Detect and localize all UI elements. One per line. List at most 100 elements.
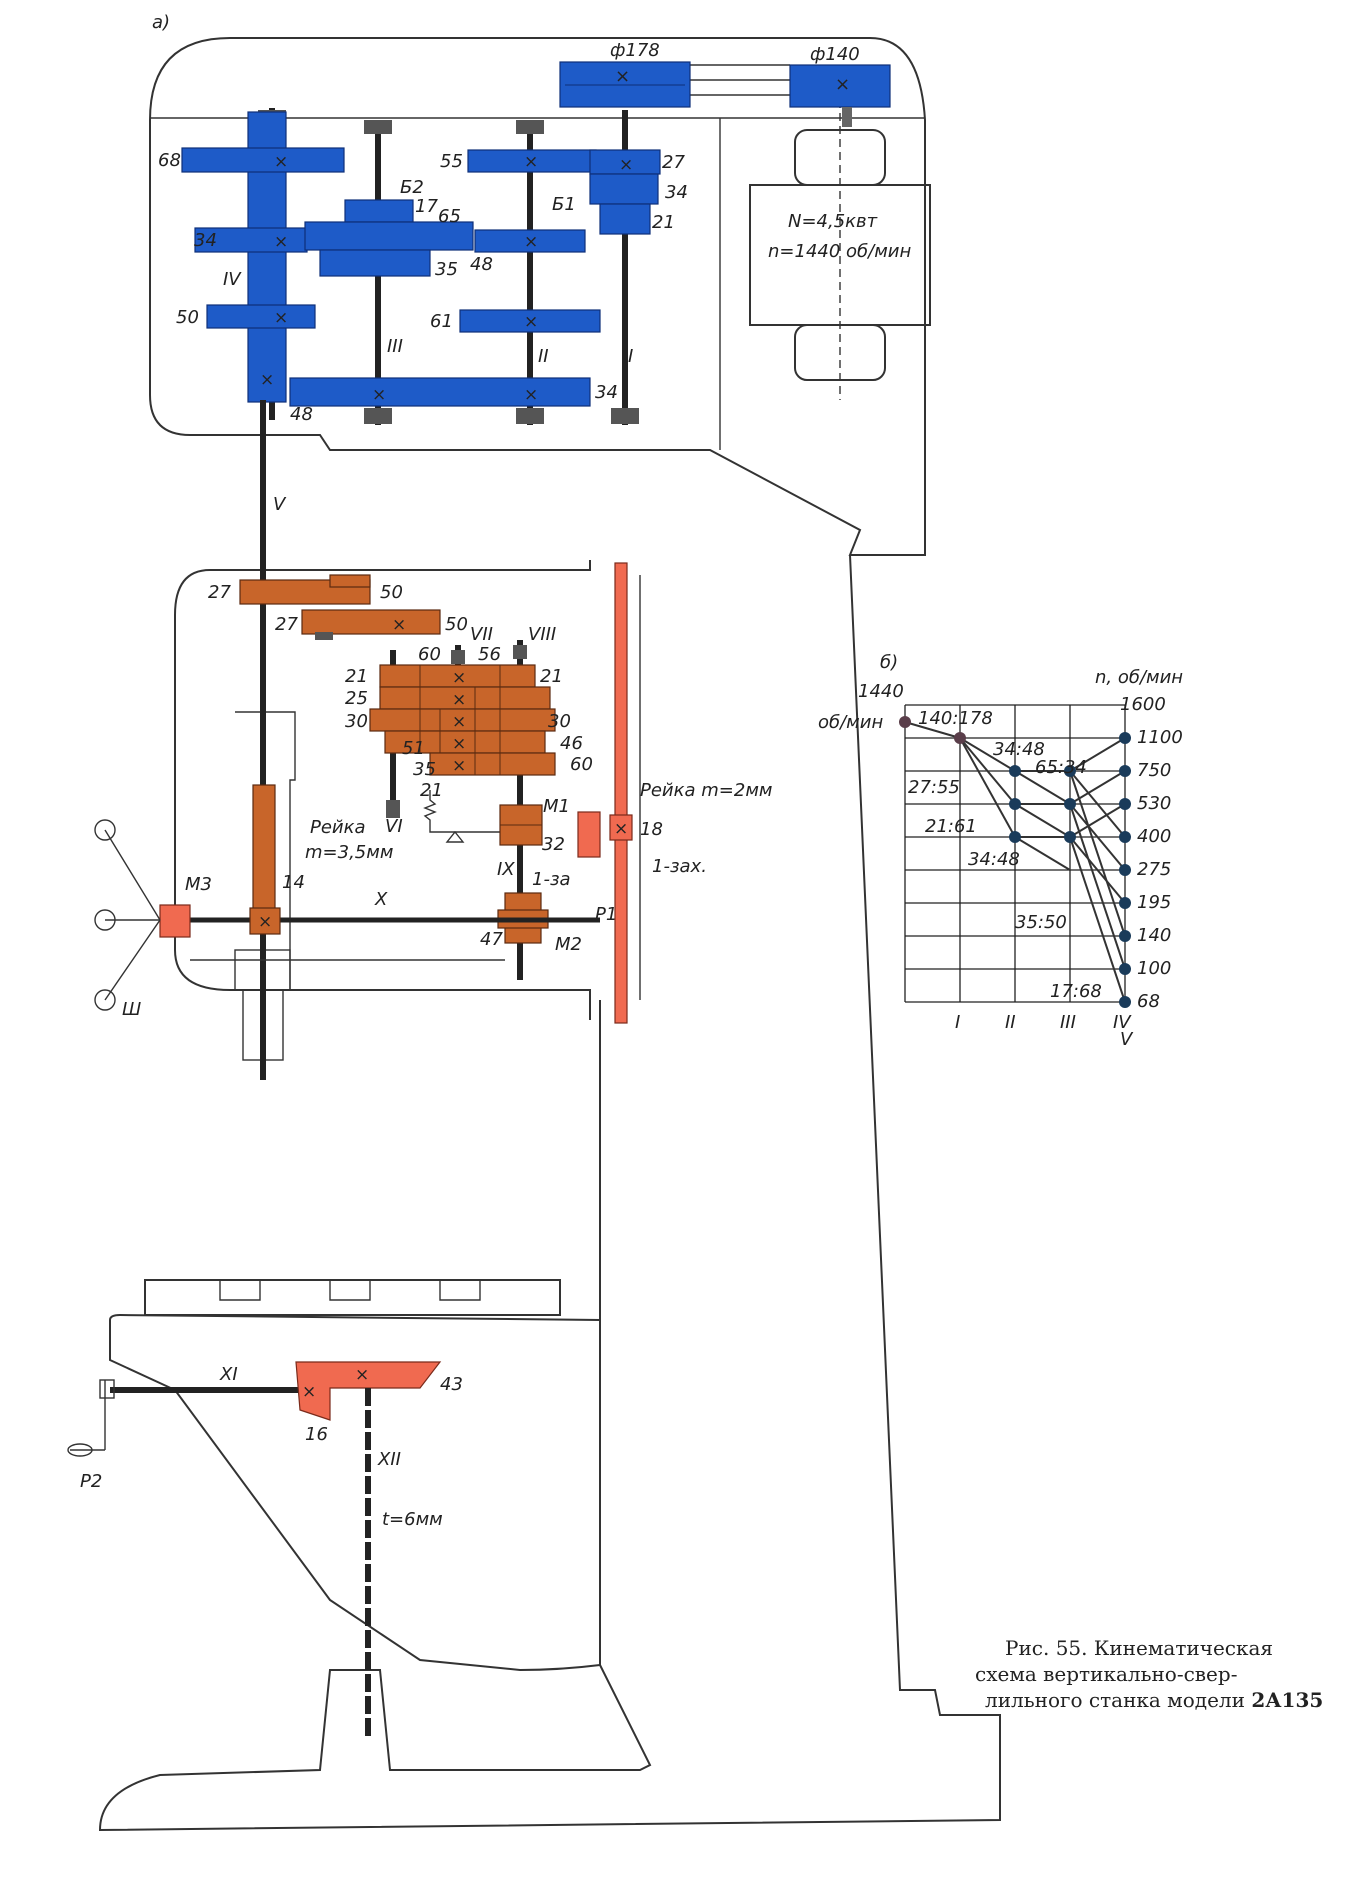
gear-30b: 30 <box>548 711 571 732</box>
svg-text:×: × <box>452 690 466 710</box>
gear-47: 47 <box>480 929 503 950</box>
label-b: б) <box>880 652 898 673</box>
svg-text:×: × <box>260 370 274 390</box>
gear-21: 21 <box>652 212 675 233</box>
gear-35: 35 <box>435 259 458 280</box>
gear-14: 14 <box>282 872 305 893</box>
gear-b1: Б1 <box>552 194 576 215</box>
caption-line2: схема вертикально-свер- <box>975 1662 1237 1686</box>
ratio-label: 34:48 <box>993 739 1045 760</box>
svg-text:×: × <box>614 819 628 839</box>
gear-21a: 21 <box>345 666 368 687</box>
screw-pitch: t=6мм <box>382 1509 443 1530</box>
svg-text:×: × <box>615 66 630 87</box>
svg-text:×: × <box>619 155 633 175</box>
input-speed: 1440 <box>858 681 904 702</box>
gear-55: 55 <box>440 151 463 172</box>
ratio-label: 34:48 <box>968 849 1020 870</box>
speed-gearbox: ××× × ××× ×× × 68 34 50 IV 48 Б2 17 65 3… <box>152 12 688 425</box>
handwheel-Sh: Ш <box>122 999 141 1020</box>
gear-17: 17 <box>415 196 438 217</box>
svg-text:×: × <box>452 668 466 688</box>
shaft-IX: IX <box>497 859 515 880</box>
speed-tick: 1100 <box>1137 727 1183 748</box>
svg-text:×: × <box>835 74 850 95</box>
gear-25: 25 <box>345 688 368 709</box>
shaft-VIII: VIII <box>528 624 556 645</box>
shaft-III: III <box>387 336 403 357</box>
gear-21b: 21 <box>540 666 563 687</box>
svg-text:×: × <box>258 912 272 932</box>
belt-drive: × × ф178 ф140 <box>559 40 891 127</box>
machine-frame <box>98 37 1001 1832</box>
gear-35f: 35 <box>413 759 436 780</box>
gear-65: 65 <box>438 206 461 227</box>
gear-50: 50 <box>176 307 199 328</box>
gear-43: 43 <box>440 1374 463 1395</box>
gear-68: 68 <box>158 150 181 171</box>
svg-text:×: × <box>452 734 466 754</box>
rack-module: m=3,5мм <box>305 842 393 863</box>
handle-P2: P2 <box>80 1471 102 1492</box>
gear-27: 27 <box>662 152 685 173</box>
gear-56: 56 <box>478 644 501 665</box>
gear-51: 51 <box>402 738 425 759</box>
caption-line1: Рис. 55. Кинематическая <box>1005 1636 1273 1660</box>
gear-34c: 34 <box>595 382 618 403</box>
worm-1zax: 1-зах. <box>652 856 707 877</box>
gear-32: 32 <box>542 834 565 855</box>
gear-27a: 27 <box>208 582 231 603</box>
svg-text:×: × <box>372 385 386 405</box>
input-unit: об/мин <box>818 712 883 733</box>
gear-18: 18 <box>640 819 663 840</box>
gear-50b: 50 <box>445 614 468 635</box>
shaft-X: X <box>374 889 388 910</box>
svg-text:×: × <box>524 385 538 405</box>
gear-48: 48 <box>290 404 313 425</box>
shaft-tick: V <box>1120 1029 1134 1050</box>
speed-tick: 400 <box>1137 826 1171 847</box>
gear-30a: 30 <box>345 711 368 732</box>
ratio-label: 65:34 <box>1035 757 1087 778</box>
speed-tick: 140 <box>1137 925 1171 946</box>
gear-61: 61 <box>430 311 453 332</box>
shaft-tick: I <box>955 1012 960 1033</box>
pulley-140-label: ф140 <box>810 44 860 65</box>
ratio-label: 140:178 <box>918 708 993 729</box>
svg-text:×: × <box>355 1365 369 1385</box>
shaft-tick: IV <box>1113 1012 1132 1033</box>
svg-text:×: × <box>274 308 288 328</box>
shaft-VI: VI <box>385 816 403 837</box>
rack-label: Рейка <box>310 817 366 838</box>
caption-model: 2А135 <box>1251 1688 1323 1712</box>
axis-title: n, об/мин <box>1095 667 1183 688</box>
shaft-V: V <box>273 494 287 515</box>
shaft-tick: III <box>1060 1012 1076 1033</box>
gear-50a: 50 <box>380 582 403 603</box>
svg-text:×: × <box>392 615 406 635</box>
gear-27b: 27 <box>275 614 298 635</box>
gear-60b: 60 <box>570 754 593 775</box>
svg-text:×: × <box>524 312 538 332</box>
gear-60: 60 <box>418 644 441 665</box>
speed-tick: 195 <box>1137 892 1171 913</box>
shaft-I: I <box>628 346 633 367</box>
svg-text:×: × <box>452 712 466 732</box>
svg-text:×: × <box>274 152 288 172</box>
svg-text:×: × <box>452 756 466 776</box>
shaft-tick: II <box>1005 1012 1016 1033</box>
speed-tick: 530 <box>1137 793 1171 814</box>
pulley-178-label: ф178 <box>610 40 660 61</box>
ratio-label: 35:50 <box>1015 912 1067 933</box>
ratio-label: 17:68 <box>1050 981 1102 1002</box>
table-mechanism: × × XI 16 43 XII t=6мм P2 <box>67 1361 463 1740</box>
pulley-140 <box>789 64 891 108</box>
shaft-XI: XI <box>219 1364 238 1385</box>
gear-46: 46 <box>560 733 583 754</box>
shaft-VII: VII <box>470 624 493 645</box>
speed-tick: 275 <box>1137 859 1171 880</box>
svg-text:×: × <box>524 152 538 172</box>
gear-34b: 34 <box>665 182 688 203</box>
speed-tick: 750 <box>1137 760 1171 781</box>
